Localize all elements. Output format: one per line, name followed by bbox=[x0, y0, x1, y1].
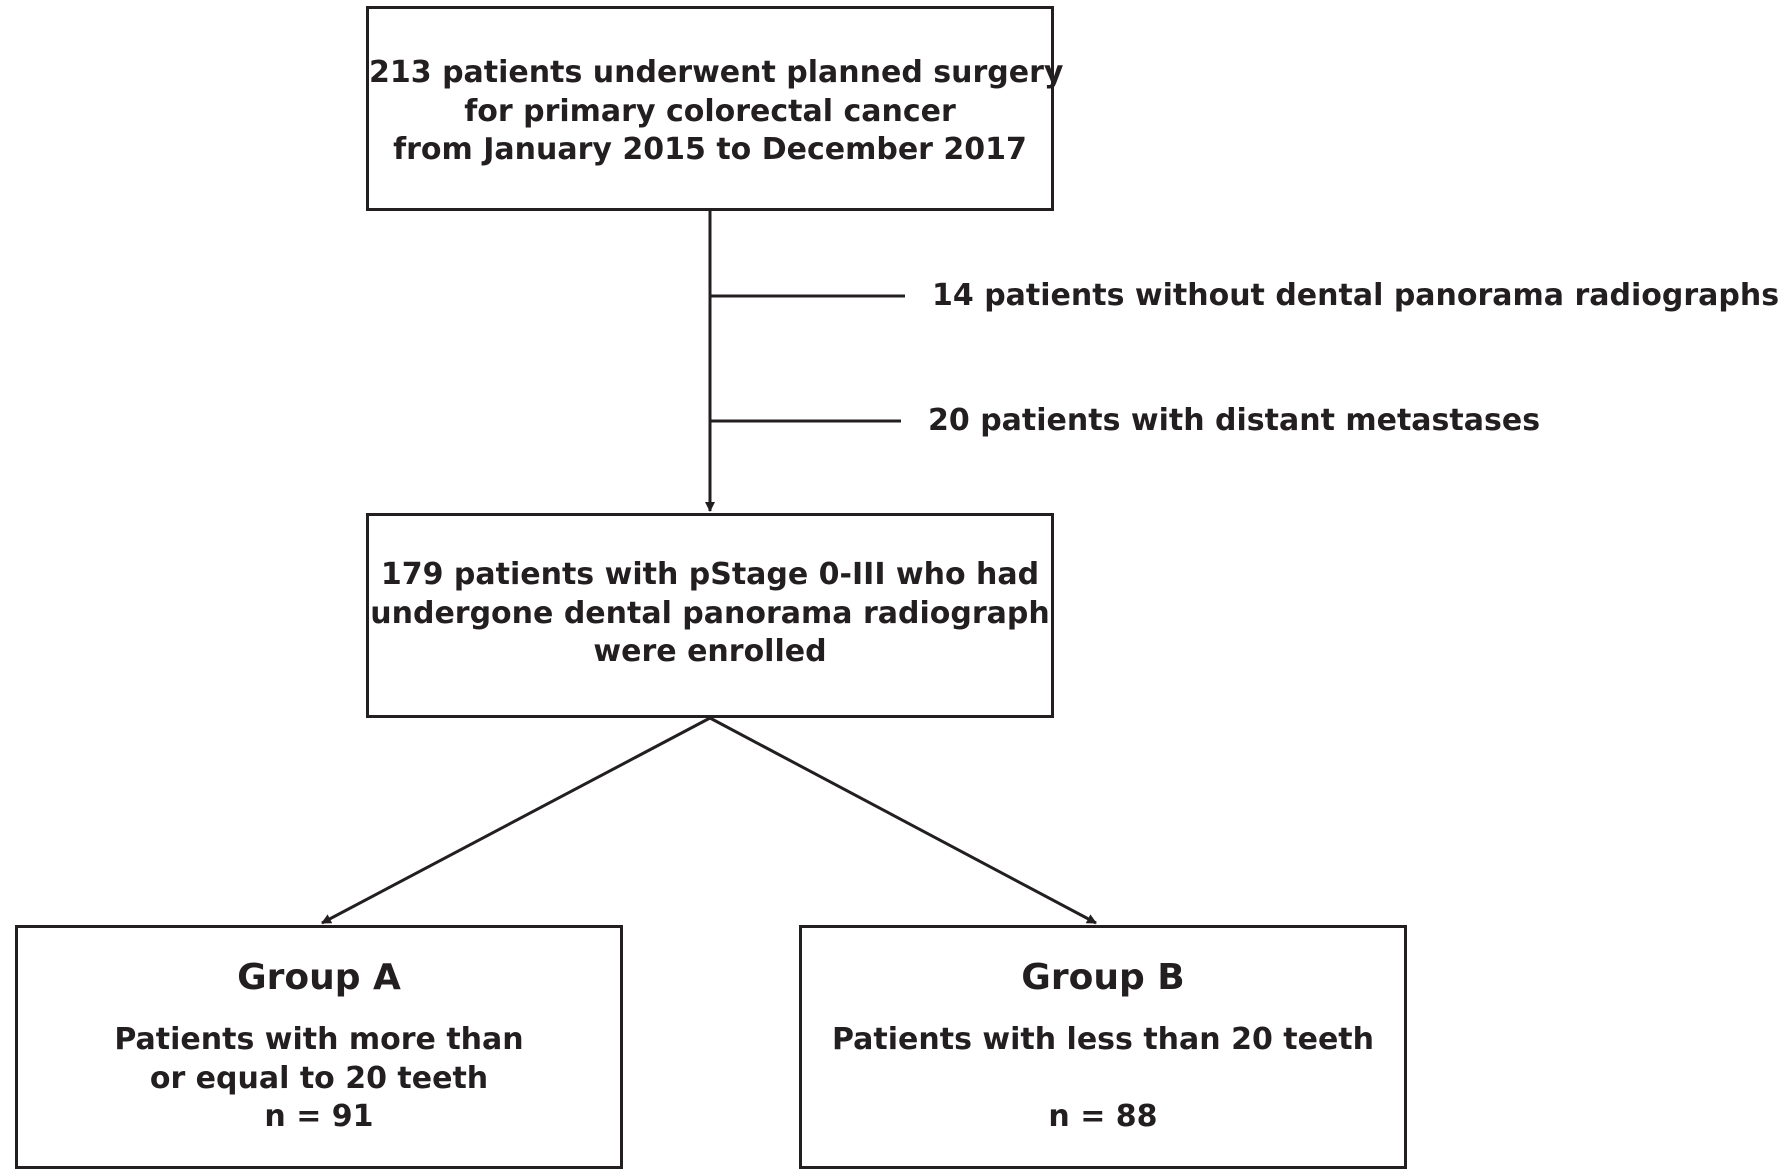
start-box-line-3: from January 2015 to December 2017 bbox=[393, 132, 1027, 167]
group-b-box: Group B Patients with less than 20 teeth… bbox=[799, 925, 1407, 1169]
start-box-line-2: for primary colorectal cancer bbox=[464, 93, 956, 129]
enrolled-box-line-2: undergone dental panorama radiograph bbox=[370, 595, 1050, 631]
arrow-to-group-b bbox=[709, 716, 1097, 925]
group-b-count: n = 88 bbox=[1048, 1098, 1158, 1134]
group-a-title: Group A bbox=[237, 957, 401, 998]
enrolled-population-box: 179 patients with pStage 0-III who had u… bbox=[366, 513, 1054, 718]
group-b-title: Group B bbox=[1021, 957, 1185, 998]
group-a-line-1: Patients with more than bbox=[114, 1022, 524, 1057]
start-box-line-1: 213 patients underwent planned surgery bbox=[369, 55, 1064, 90]
exclusion-label-no-radiographs: 14 patients without dental panorama radi… bbox=[932, 278, 1779, 313]
group-b-line-1: Patients with less than 20 teeth bbox=[832, 1022, 1374, 1057]
enrolled-box-line-1: 179 patients with pStage 0-III who had bbox=[380, 557, 1040, 592]
group-a-box: Group A Patients with more than or equal… bbox=[15, 925, 623, 1169]
start-population-box: 213 patients underwent planned surgery f… bbox=[366, 6, 1064, 211]
enrolled-box-line-3: were enrolled bbox=[593, 634, 827, 669]
group-a-count: n = 91 bbox=[264, 1099, 374, 1134]
connector-lines bbox=[321, 211, 1097, 925]
arrow-to-group-a bbox=[321, 716, 711, 925]
group-a-line-2: or equal to 20 teeth bbox=[149, 1060, 489, 1096]
exclusion-label-metastases: 20 patients with distant metastases bbox=[928, 403, 1541, 438]
